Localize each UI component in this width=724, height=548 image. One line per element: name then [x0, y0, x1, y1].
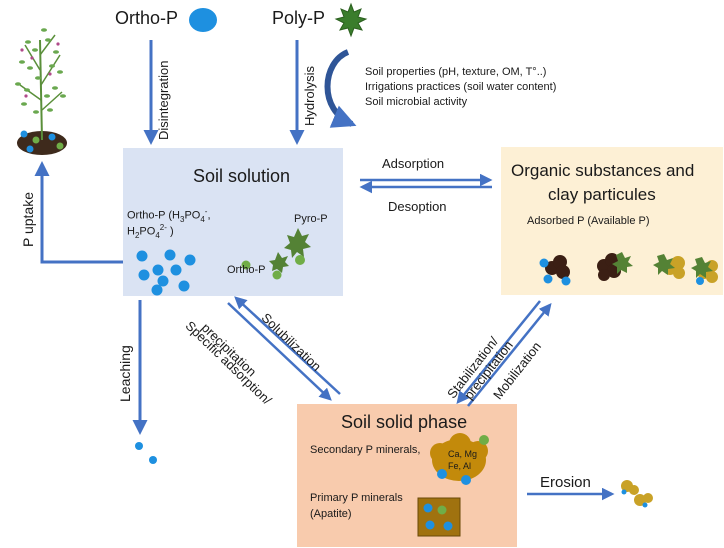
pyro-p-dot: [295, 255, 305, 265]
soil-solid-phase-title: Soil solid phase: [341, 412, 468, 432]
erosion-label: Erosion: [540, 474, 591, 491]
ortho-p-input-dot: [189, 8, 217, 32]
ortho-p-formula-line1: Ortho-P (H3PO4-,: [127, 207, 211, 224]
ortho-p-formula-line2: H2PO42- ): [127, 223, 174, 240]
solubilization-arrow: [234, 296, 341, 395]
organic-particle-cluster-2: [597, 252, 633, 281]
disintegration-label: Disintegration: [156, 60, 171, 141]
factors-curved-arrow: [324, 49, 357, 128]
apatite-label: (Apatite): [310, 508, 352, 520]
cluster-label-fe-al: Fe, Al: [448, 461, 472, 471]
primary-p-minerals-label: Primary P minerals: [310, 492, 403, 504]
ortho-p-small-dot: [241, 260, 251, 270]
adsorption-label: Adsorption: [382, 156, 445, 171]
organic-title-line2: clay particules: [548, 185, 656, 204]
secondary-p-minerals-label: Secondary P minerals,: [310, 444, 421, 456]
mobilization-arrow: [467, 303, 552, 407]
secondary-mineral-cluster: [430, 433, 489, 485]
p-uptake-arrow: [34, 161, 123, 264]
hydrolysis-label: Hydrolysis: [302, 66, 317, 126]
leaching-label: Leaching: [117, 345, 133, 402]
leaching-dot-1: [135, 442, 143, 450]
p-uptake-label: P uptake: [20, 191, 36, 247]
organic-title-line1: Organic substances and: [511, 161, 695, 180]
cluster-label-ca-mg: Ca, Mg: [448, 449, 478, 459]
poly-p-input-label: Poly-P: [272, 8, 326, 28]
factor-soil-properties: Soil properties (pH, texture, OM, T°..): [365, 66, 547, 78]
soil-solid-phase-box: [297, 404, 517, 547]
apatite-dots: [423, 503, 453, 531]
poly-p-star-icon: [334, 2, 368, 38]
factor-microbial: Soil microbial activity: [365, 96, 468, 108]
leaching-dot-2: [149, 456, 157, 464]
soil-solution-title: Soil solution: [193, 166, 291, 186]
factor-irrigation: Irrigations practices (soil water conten…: [365, 81, 557, 93]
organic-particle-cluster-4: [691, 257, 718, 285]
plant-illustration: [15, 28, 67, 155]
adsorbed-p-label: Adsorbed P (Available P): [527, 215, 650, 227]
ortho-p-green-dot: [272, 270, 282, 280]
pyro-p-star-small-icon: [269, 252, 289, 273]
pyro-p-star-icon: [284, 228, 311, 258]
organic-particle-cluster-1: [539, 255, 571, 286]
specific-adsorption-arrow: [227, 302, 332, 401]
eroded-particles: [621, 480, 653, 508]
stabilization-arrow: [456, 300, 541, 404]
ortho-p-small-label: Ortho-P: [227, 264, 266, 276]
ortho-p-input-label: Ortho-P: [115, 8, 179, 28]
organic-particle-cluster-3: [653, 254, 685, 279]
apatite-square: [417, 497, 461, 537]
orthophosphate-dots: [136, 249, 196, 296]
pyro-p-label: Pyro-P: [294, 213, 328, 225]
desorption-label: Desoption: [388, 199, 447, 214]
